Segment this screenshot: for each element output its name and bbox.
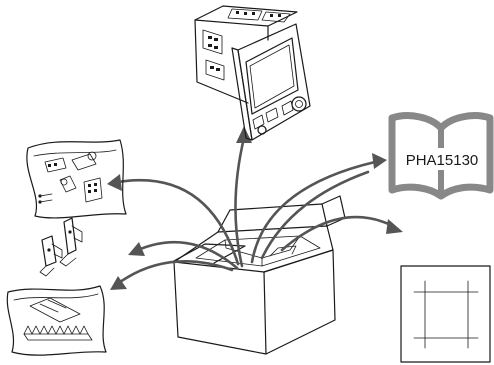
arrow-to-controller <box>234 136 246 268</box>
arrow-to-gasket-bag <box>118 260 234 284</box>
unpack-arrows <box>107 126 403 290</box>
manual-code-label: PHA15130 <box>406 152 479 169</box>
panel-controller-icon <box>194 5 311 141</box>
arrow-to-brackets <box>136 240 239 270</box>
arrowhead-manual <box>372 153 387 169</box>
arrowhead-accessory-bag <box>107 174 122 191</box>
arrow-to-manual-2 <box>260 170 370 260</box>
arrow-to-manual <box>250 160 377 264</box>
accessory-bag-icon <box>26 139 127 219</box>
arrowhead-brackets <box>128 242 145 256</box>
arrow-to-template <box>280 215 395 252</box>
open-book-icon: PHA15130 <box>388 112 494 200</box>
arrowhead-gasket-bag <box>110 276 127 290</box>
gasket-bag-icon <box>6 285 107 356</box>
arrow-to-accessory-bag <box>116 178 240 266</box>
packaging-box-icon <box>171 195 346 355</box>
mounting-bracket-icon <box>39 217 83 277</box>
arrowhead-template <box>386 219 403 234</box>
cutout-template-icon <box>400 265 491 363</box>
